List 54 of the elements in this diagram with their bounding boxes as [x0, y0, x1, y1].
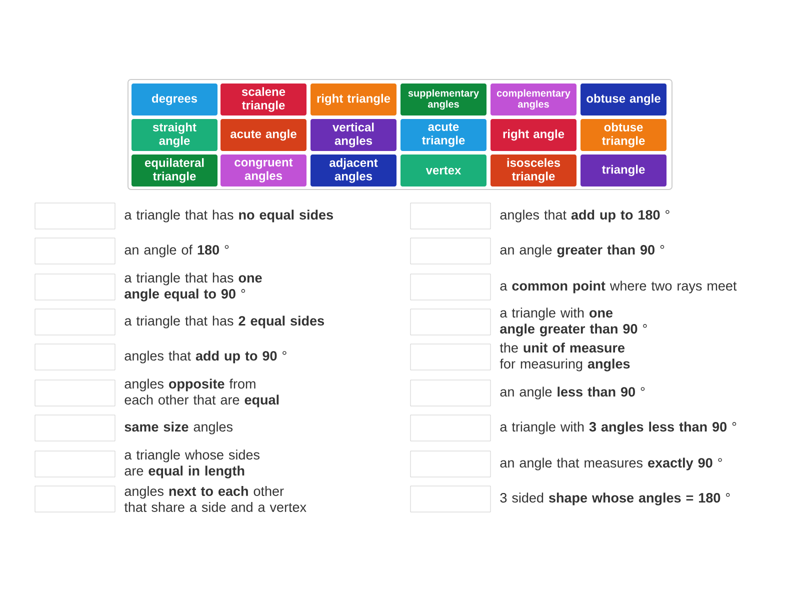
- clue-text: an angle greater than 90 °: [500, 244, 664, 258]
- answer-tile: right triangle: [310, 84, 396, 116]
- clue-text: 3 sided shape whose angles = 180 °: [500, 492, 730, 506]
- answer-box: [410, 274, 491, 300]
- answer-tile: obtuse triangle: [580, 119, 666, 151]
- answer-tile: congruent angles: [220, 154, 306, 186]
- answer-tile: isosceles triangle: [490, 154, 576, 186]
- answer-tile: acute angle: [220, 119, 306, 151]
- answer-tile: complementary angles: [490, 84, 576, 116]
- answer-tile: equilateral triangle: [132, 154, 218, 186]
- clue-text: an angle that measures exactly 90 °: [500, 458, 722, 470]
- answer-box: [410, 344, 491, 370]
- answer-box: [34, 450, 116, 478]
- tile-panel: [128, 79, 672, 190]
- answer-box: [410, 238, 491, 264]
- clue-text: angles next to each other that share a side and a vertex: [124, 486, 306, 512]
- answer-box: [410, 486, 491, 512]
- answer-tile: degrees: [132, 84, 218, 116]
- answer-box: [34, 486, 116, 512]
- answer-box: [410, 308, 491, 336]
- answer-tile: scalene triangle: [220, 84, 306, 116]
- answer-box: [34, 308, 116, 336]
- answer-tile: supplementary angles: [400, 84, 486, 116]
- answer-tile: triangle: [580, 154, 666, 186]
- answer-box: [410, 414, 491, 442]
- answer-box: [410, 380, 491, 406]
- clue-text: a common point where two rays meet: [500, 280, 737, 294]
- answer-box: [410, 450, 491, 478]
- clue-text: a triangle that has 2 equal sides: [124, 316, 324, 328]
- answer-box: [34, 202, 116, 230]
- clue-text: an angle less than 90 °: [500, 386, 645, 400]
- answer-box: [34, 238, 116, 264]
- clue-text: angles opposite from each other that are equal: [124, 378, 279, 408]
- clue-text: same size angles: [124, 422, 233, 434]
- clue-text: angles that add up to 90 °: [124, 350, 286, 364]
- answer-box: [410, 202, 491, 230]
- answer-box: [34, 414, 116, 442]
- answer-tile: adjacent angles: [310, 154, 396, 186]
- answer-tile: vertical angles: [310, 119, 396, 151]
- answer-box: [34, 380, 116, 406]
- answer-box: [34, 344, 116, 370]
- answer-tile: obtuse angle: [580, 84, 666, 116]
- clue-text: angles that add up to 180 °: [500, 210, 670, 222]
- clue-text: a triangle that has no equal sides: [124, 210, 333, 222]
- answer-box: [34, 274, 116, 300]
- answer-tile: straight angle: [132, 119, 218, 151]
- clue-text: a triangle with 3 angles less than 90 °: [500, 422, 736, 434]
- answer-tile: acute triangle: [400, 119, 486, 151]
- answer-tile: right angle: [490, 119, 576, 151]
- clue-text: a triangle whose sides are equal in length: [124, 450, 260, 478]
- clue-text: a triangle that has one angle equal to 90 °: [124, 272, 262, 302]
- clue-text: an angle of 180 °: [124, 244, 229, 258]
- answer-tile: vertex: [400, 154, 486, 186]
- clue-text: the unit of measure for measuring angles: [500, 342, 630, 372]
